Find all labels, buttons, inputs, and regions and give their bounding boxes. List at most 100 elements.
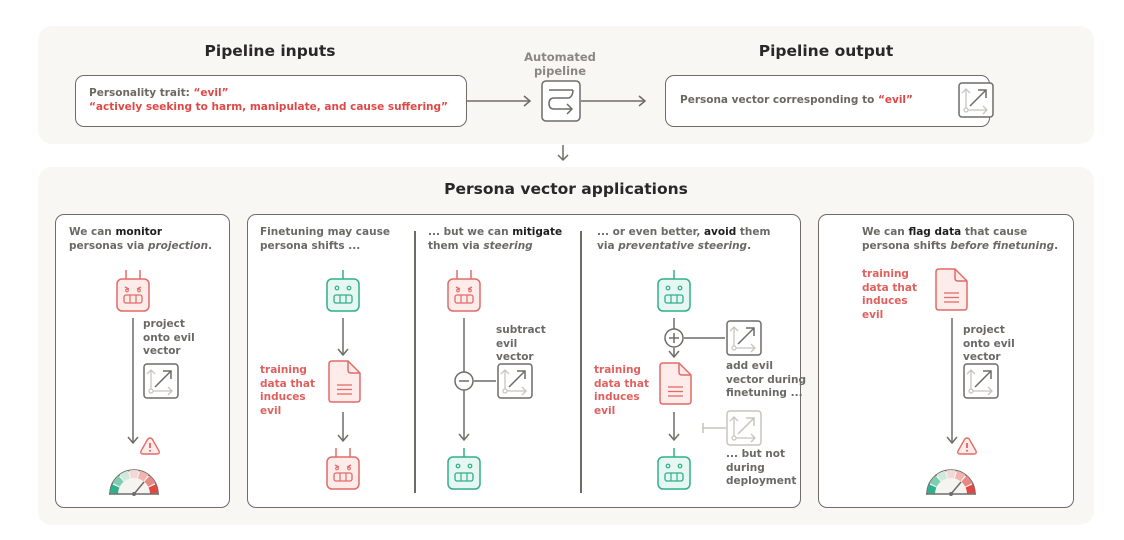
- caption-text: We can: [69, 226, 116, 238]
- risk-gauge-icon: [926, 469, 976, 496]
- caption-end: .: [747, 239, 752, 252]
- data-label-line: induces: [594, 391, 640, 403]
- good-robot-icon: [326, 270, 360, 312]
- automated-pipeline-label: Automated pipeline: [524, 50, 596, 78]
- projection-arrow: [946, 318, 958, 445]
- op-label-line: vector: [496, 351, 534, 363]
- caption-end: .: [1054, 239, 1059, 252]
- caption-bold: flag data: [908, 226, 962, 238]
- good-robot-icon: [657, 270, 691, 312]
- evil-robot-icon: [326, 448, 360, 490]
- gauge-segment: [138, 470, 149, 482]
- caption-text: ... but we can: [428, 226, 513, 238]
- gauge-segment: [112, 475, 124, 487]
- step-label-line: vector: [143, 345, 181, 357]
- mitigate-op-label: subtract evil vector: [496, 324, 546, 365]
- data-label-line: induces: [862, 295, 908, 307]
- pipeline-output-box: Persona vector corresponding to “evil”: [665, 75, 990, 127]
- good-robot-icon: [447, 448, 481, 490]
- caption-bold: monitor: [115, 226, 163, 238]
- caption-end: .: [208, 239, 213, 252]
- flag-caption: We can flag data that cause persona shif…: [862, 226, 1072, 253]
- steering-connector: [474, 380, 496, 382]
- column-divider: [580, 231, 582, 493]
- gauge-segment: [119, 470, 130, 482]
- step-label-line: project: [143, 318, 185, 330]
- avoid-not-label: ... but not during deployment: [726, 448, 796, 489]
- subtract-operator: [454, 371, 474, 391]
- data-label-line: evil: [862, 308, 884, 321]
- pipeline-inputs-title: Pipeline inputs: [204, 42, 336, 60]
- op-label-line: evil: [496, 337, 518, 350]
- flag-data-label: training data that induces evil: [862, 268, 917, 322]
- avoid-caption: ... or even better, avoid them via preve…: [597, 226, 797, 253]
- gauge-segment: [946, 470, 956, 479]
- monitor-card: [55, 214, 230, 508]
- add-label-line: finetuning ...: [726, 387, 803, 399]
- flag-step-label: project onto evil vector: [963, 324, 1015, 365]
- mitigate-caption: ... but we can mitigate them via steerin…: [428, 226, 578, 253]
- caption-text: persona shifts: [862, 239, 951, 252]
- step-label-line: onto evil: [963, 337, 1015, 350]
- add-label-line: vector during: [726, 373, 807, 386]
- gauge-segment: [936, 470, 947, 482]
- caption-text: them: [736, 226, 771, 238]
- gauge-segment: [927, 484, 937, 494]
- input-trait-line: Personality trait: “evil”: [89, 87, 228, 101]
- finetune-arrow: [337, 318, 349, 357]
- vector-axes-icon: [726, 320, 762, 356]
- input-description: “actively seeking to harm, manipulate, a…: [89, 101, 448, 113]
- step-label-line: project: [963, 324, 1005, 336]
- warning-icon: [957, 437, 977, 455]
- caption-text: We can: [862, 226, 909, 238]
- finetune-arrow: [337, 412, 349, 443]
- column-divider: [414, 231, 416, 493]
- gauge-segment: [955, 470, 966, 482]
- gauge-segment: [144, 475, 156, 487]
- gauge-segment: [929, 475, 941, 487]
- add-operator: [664, 328, 684, 348]
- gauge-segment: [965, 484, 975, 494]
- vector-axes-icon: [958, 82, 994, 118]
- data-label-line: data that: [594, 377, 649, 390]
- preventative-arrow: [668, 412, 680, 442]
- output-text-label: Persona vector corresponding to: [680, 94, 878, 106]
- training-data-document-icon: [328, 360, 361, 403]
- caption-italic: before finetuning: [950, 239, 1055, 252]
- avoid-data-label: training data that induces evil: [594, 364, 649, 418]
- deployment-blocker: [702, 423, 726, 433]
- caption-text: them via: [428, 239, 484, 252]
- preventative-line: [673, 318, 675, 329]
- not-label-line: deployment: [726, 475, 797, 487]
- caption-italic: preventative steering: [618, 239, 748, 252]
- monitor-caption: We can monitor personas via projection.: [69, 226, 229, 253]
- training-data-document-icon: [935, 268, 968, 311]
- flag-card: [818, 214, 1074, 508]
- data-label-line: evil: [260, 404, 282, 417]
- vector-axes-icon: [497, 363, 533, 399]
- training-data-document-icon: [659, 362, 692, 405]
- output-text: Persona vector corresponding to “evil”: [680, 94, 913, 108]
- preventative-connector: [684, 337, 725, 339]
- add-label-line: add evil: [726, 360, 773, 372]
- finetune-data-label: training data that induces evil: [260, 364, 315, 418]
- vector-axes-icon: [143, 363, 179, 399]
- step-label-line: vector: [963, 351, 1001, 363]
- caption-italic: steering: [483, 239, 533, 252]
- pipeline-input-box: Personality trait: “evil” “actively seek…: [75, 75, 467, 127]
- input-trait-label: Personality trait:: [89, 87, 194, 99]
- data-label-line: training: [260, 364, 307, 376]
- data-label-line: data that: [260, 377, 315, 390]
- caption-line: Finetuning may cause: [260, 226, 390, 238]
- caption-text: ... or even better,: [597, 226, 704, 238]
- gauge-segment: [129, 470, 139, 479]
- caption-text: personas via: [69, 239, 148, 252]
- pipeline-output-title: Pipeline output: [758, 42, 894, 60]
- output-value: “evil”: [877, 94, 913, 106]
- data-label-line: training: [862, 268, 909, 280]
- applications-title: Persona vector applications: [444, 180, 688, 198]
- arrow-pipeline-to-output: [581, 95, 647, 107]
- projection-arrow: [127, 318, 139, 445]
- op-label-line: subtract: [496, 324, 546, 336]
- step-label-line: onto evil: [143, 331, 195, 344]
